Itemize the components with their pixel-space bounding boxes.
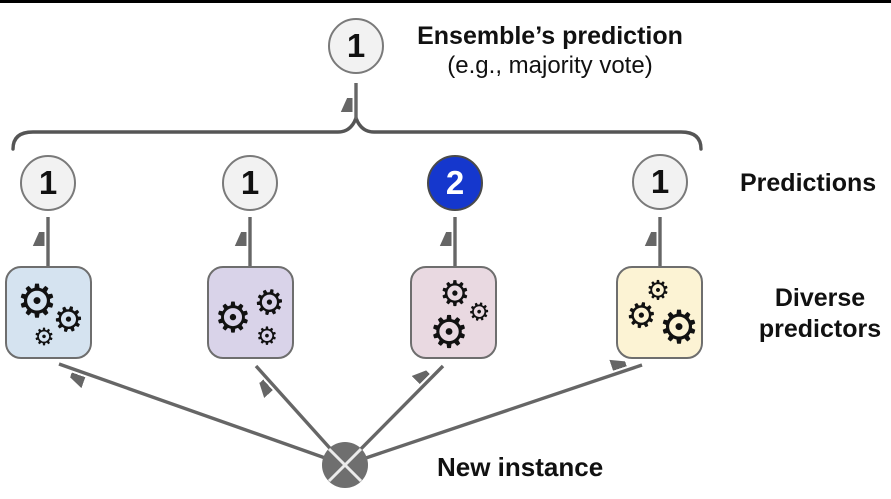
ensemble-prediction-node: 1 [328,18,384,74]
gear-icon: ⚙ [249,280,289,327]
gear-icon: ⚙ [622,294,661,339]
gear-icon: ⚙ [428,305,470,359]
gear-icon: ⚙ [33,323,55,351]
predictor-box-2: ⚙ ⚙ ⚙ [207,266,294,359]
brace [11,112,703,151]
gear-icon: ⚙ [439,274,471,315]
gear-icon: ⚙ [645,275,671,307]
prediction-node-1: 1 [20,155,76,211]
diverse-predictors-label: Diverse predictors [758,284,882,343]
gear-icon: ⚙ [16,274,58,328]
prediction-node-3-highlighted: 2 [427,155,483,211]
predictor-box-1: ⚙ ⚙ ⚙ [5,266,92,359]
new-instance-label: New instance [437,452,604,482]
gear-icon: ⚙ [658,300,700,354]
prediction-node-2: 1 [222,155,278,211]
gear-icon: ⚙ [214,293,252,342]
predictor-box-4: ⚙ ⚙ ⚙ [616,266,703,359]
ensemble-subtitle: (e.g., majority vote) [447,52,653,79]
gear-icon: ⚙ [255,321,279,351]
predictor-box-3: ⚙ ⚙ ⚙ [410,266,497,359]
predictions-label: Predictions [740,169,877,197]
top-border-line [0,0,891,3]
prediction-node-4: 1 [632,154,688,210]
new-instance-icon [322,442,368,488]
ensemble-label: Ensemble’s prediction (e.g., majority vo… [400,21,700,81]
gear-icon: ⚙ [464,295,494,329]
ensemble-title: Ensemble’s prediction [417,22,683,50]
